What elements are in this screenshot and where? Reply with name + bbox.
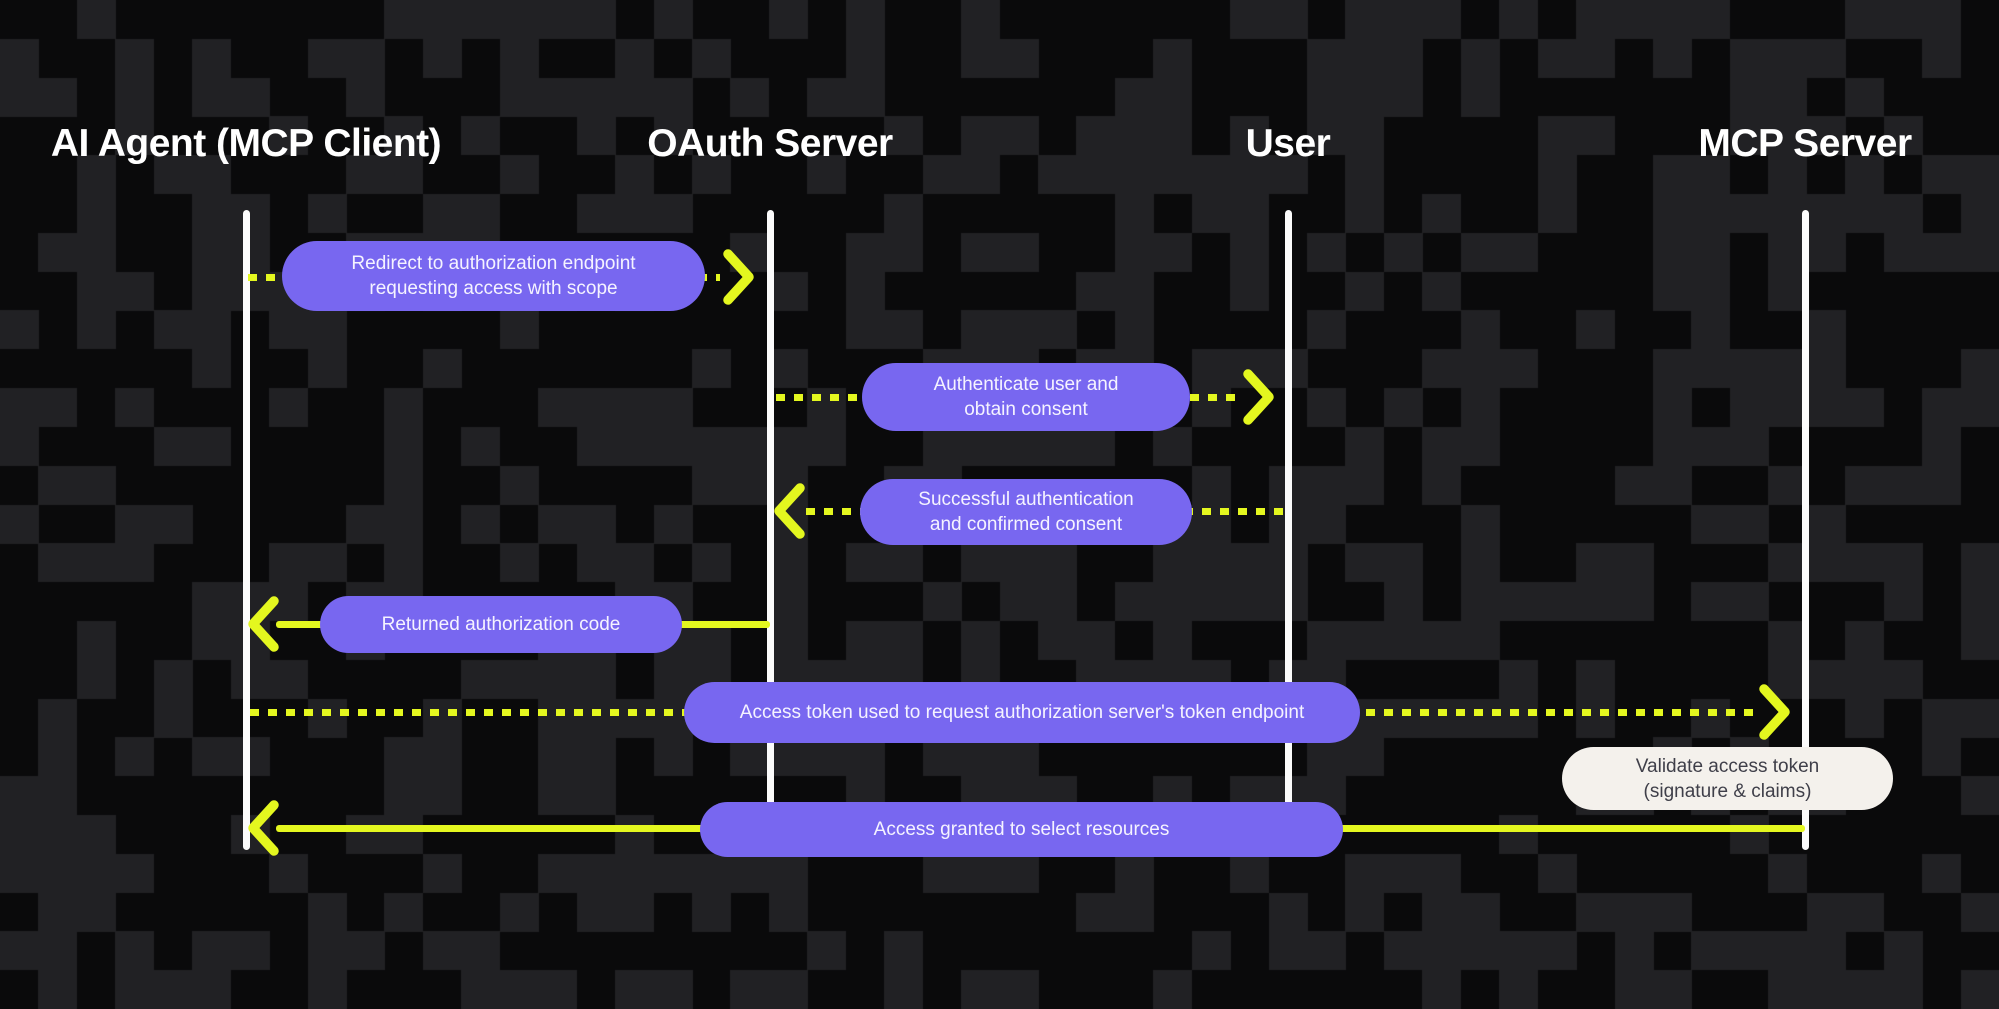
message-pill-redirect: Redirect to authorization endpoint reque… [282, 241, 705, 311]
arrowhead-left-icon [248, 800, 279, 856]
message-pill-authenticate: Authenticate user and obtain consent [862, 363, 1190, 431]
arrowhead-right-icon [1759, 684, 1790, 740]
message-pill-access-granted: Access granted to select resources [700, 802, 1343, 857]
lifeline-mcp-server [1801, 210, 1809, 850]
actor-label-ai-agent: AI Agent (MCP Client) [50, 122, 442, 165]
message-pill-access-token: Access token used to request authorizati… [684, 682, 1360, 743]
arrowhead-right-icon [723, 249, 754, 305]
lifeline-user [1284, 210, 1292, 850]
message-pill-auth-code: Returned authorization code [320, 596, 682, 653]
lifeline-oauth-server [766, 210, 774, 850]
arrowhead-left-icon [248, 596, 279, 652]
arrowhead-right-icon [1243, 369, 1274, 425]
message-pill-consent-confirmed: Successful authentication and confirmed … [860, 479, 1192, 545]
actor-label-oauth-server: OAuth Server [647, 122, 893, 165]
arrowhead-left-icon [774, 483, 805, 539]
note-validate-token: Validate access token (signature & claim… [1562, 747, 1893, 810]
actor-label-user: User [1245, 122, 1331, 165]
lifeline-ai-agent [242, 210, 250, 850]
actor-label-mcp-server: MCP Server [1698, 122, 1912, 165]
